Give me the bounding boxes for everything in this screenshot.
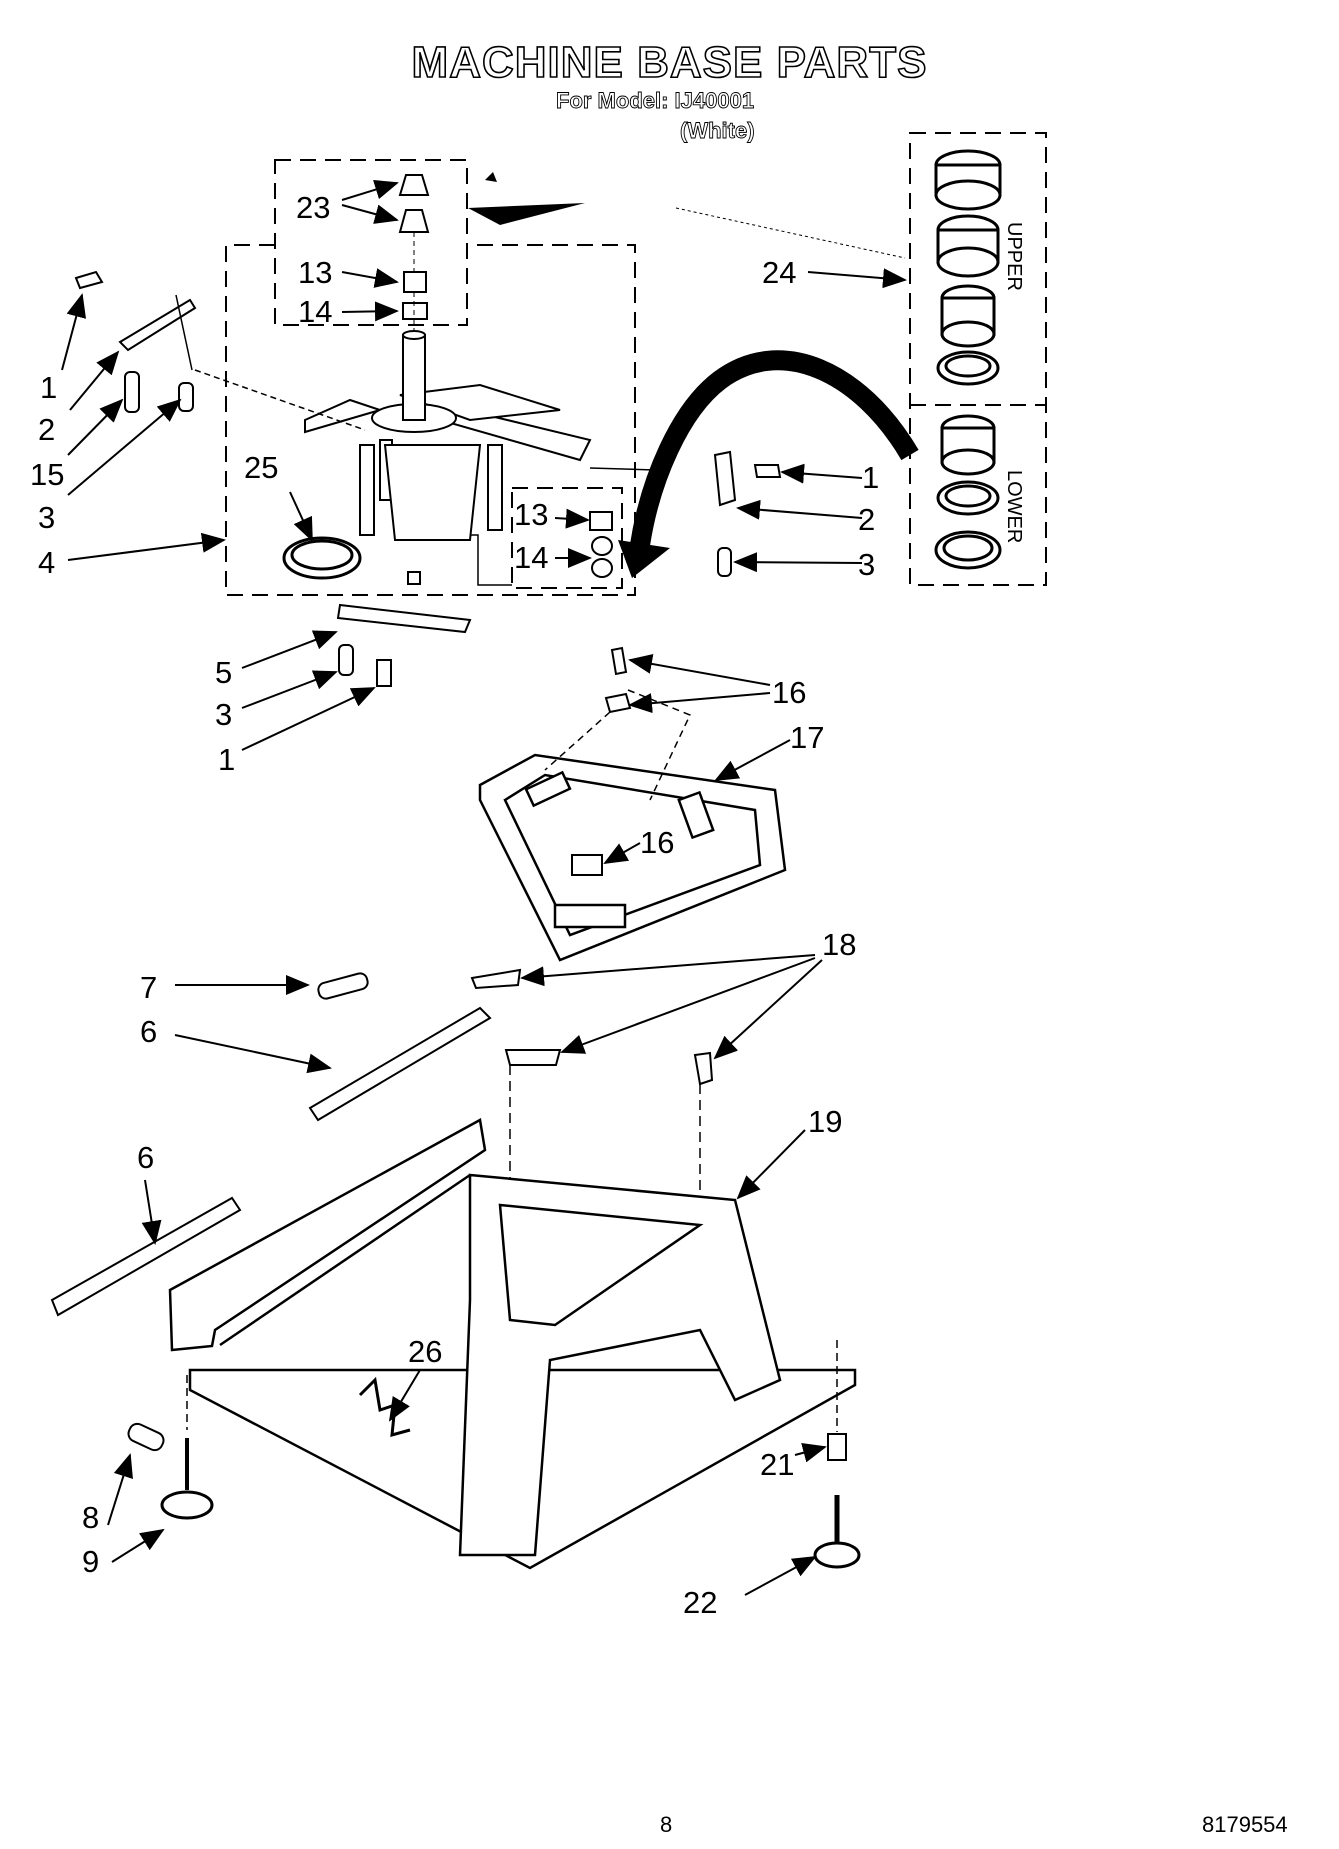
bearing-kit-lower	[934, 414, 1002, 570]
foot-9	[160, 1490, 214, 1520]
callout-16a: 16	[772, 675, 806, 710]
bracket-2b	[713, 450, 737, 507]
callout-5: 5	[215, 655, 232, 690]
grommet-23a	[398, 174, 430, 196]
callout-25: 25	[244, 450, 278, 485]
base-frame-19	[168, 1118, 857, 1570]
callout-6a: 6	[140, 1014, 157, 1049]
callout-1c: 1	[218, 742, 235, 777]
transmission-box	[225, 244, 636, 596]
callout-3a: 3	[38, 500, 55, 535]
pad-18a	[470, 968, 522, 990]
callout-4: 4	[38, 545, 55, 580]
callout-7: 7	[140, 970, 157, 1005]
rail-6a	[308, 1006, 492, 1122]
frame-17	[478, 753, 787, 962]
callout-3b: 3	[858, 547, 875, 582]
nut-14b	[591, 536, 613, 556]
pad-18b	[504, 1049, 562, 1066]
callout-6b: 6	[137, 1140, 154, 1175]
bearing-kit-box	[909, 132, 1047, 586]
grommet-23b	[398, 209, 430, 233]
callout-24: 24	[762, 255, 796, 290]
kit-label-upper: UPPER	[1003, 222, 1025, 291]
callout-15: 15	[30, 457, 64, 492]
model-line: For Model: IJ40001	[556, 88, 755, 114]
bracket-2a	[118, 298, 197, 352]
pad-18c	[693, 1051, 714, 1086]
page-title: MACHINE BASE PARTS	[411, 37, 928, 88]
callout-1b: 1	[862, 460, 879, 495]
lower-hardware-box	[511, 487, 623, 589]
clip-16c	[571, 854, 603, 876]
callout-18: 18	[822, 927, 856, 962]
callout-19: 19	[808, 1104, 842, 1139]
callout-13b: 13	[514, 497, 548, 532]
ring-25	[282, 536, 362, 580]
transmission-assembly	[304, 330, 592, 585]
clip-16a	[610, 646, 628, 676]
callout-17: 17	[790, 720, 824, 755]
pin-8	[127, 1422, 165, 1452]
nut-21	[827, 1433, 847, 1461]
washer-13b	[589, 511, 613, 531]
nut-14c	[591, 558, 613, 578]
spring-7	[317, 972, 369, 1000]
callout-13a: 13	[298, 255, 332, 290]
callout-22: 22	[683, 1585, 717, 1620]
bolt-1c	[376, 659, 392, 687]
callout-1a: 1	[40, 370, 57, 405]
callout-14b: 14	[514, 540, 548, 575]
bracket-5	[336, 603, 472, 634]
callout-8: 8	[82, 1500, 99, 1535]
clip-16b	[604, 692, 632, 714]
foot-22	[813, 1541, 861, 1569]
callout-2b: 2	[858, 502, 875, 537]
pad-14a	[402, 302, 428, 320]
color-line: (White)	[680, 118, 755, 144]
callout-16b: 16	[640, 825, 674, 860]
callout-21: 21	[760, 1447, 794, 1482]
callout-23: 23	[296, 190, 330, 225]
callout-3c: 3	[215, 697, 232, 732]
spring-3b	[717, 547, 732, 577]
callout-9: 9	[82, 1544, 99, 1579]
rail-6b	[50, 1196, 242, 1317]
callout-2a: 2	[38, 412, 55, 447]
screw-1b	[753, 464, 782, 478]
callout-26: 26	[408, 1334, 442, 1369]
spring-3c	[338, 644, 354, 676]
spring-3a	[178, 382, 194, 412]
spring-15	[124, 371, 140, 413]
curved-arrow	[630, 350, 919, 547]
washer-13a	[403, 271, 427, 293]
callout-14a: 14	[298, 294, 332, 329]
top-hardware-box	[274, 159, 468, 326]
page-number: 8	[660, 1812, 673, 1837]
bearing-kit-upper	[934, 149, 1002, 386]
screw-1a	[74, 270, 104, 290]
doc-number: 8179554	[1202, 1812, 1288, 1837]
clip-26	[358, 1376, 411, 1438]
kit-label-lower: LOWER	[1003, 470, 1025, 543]
